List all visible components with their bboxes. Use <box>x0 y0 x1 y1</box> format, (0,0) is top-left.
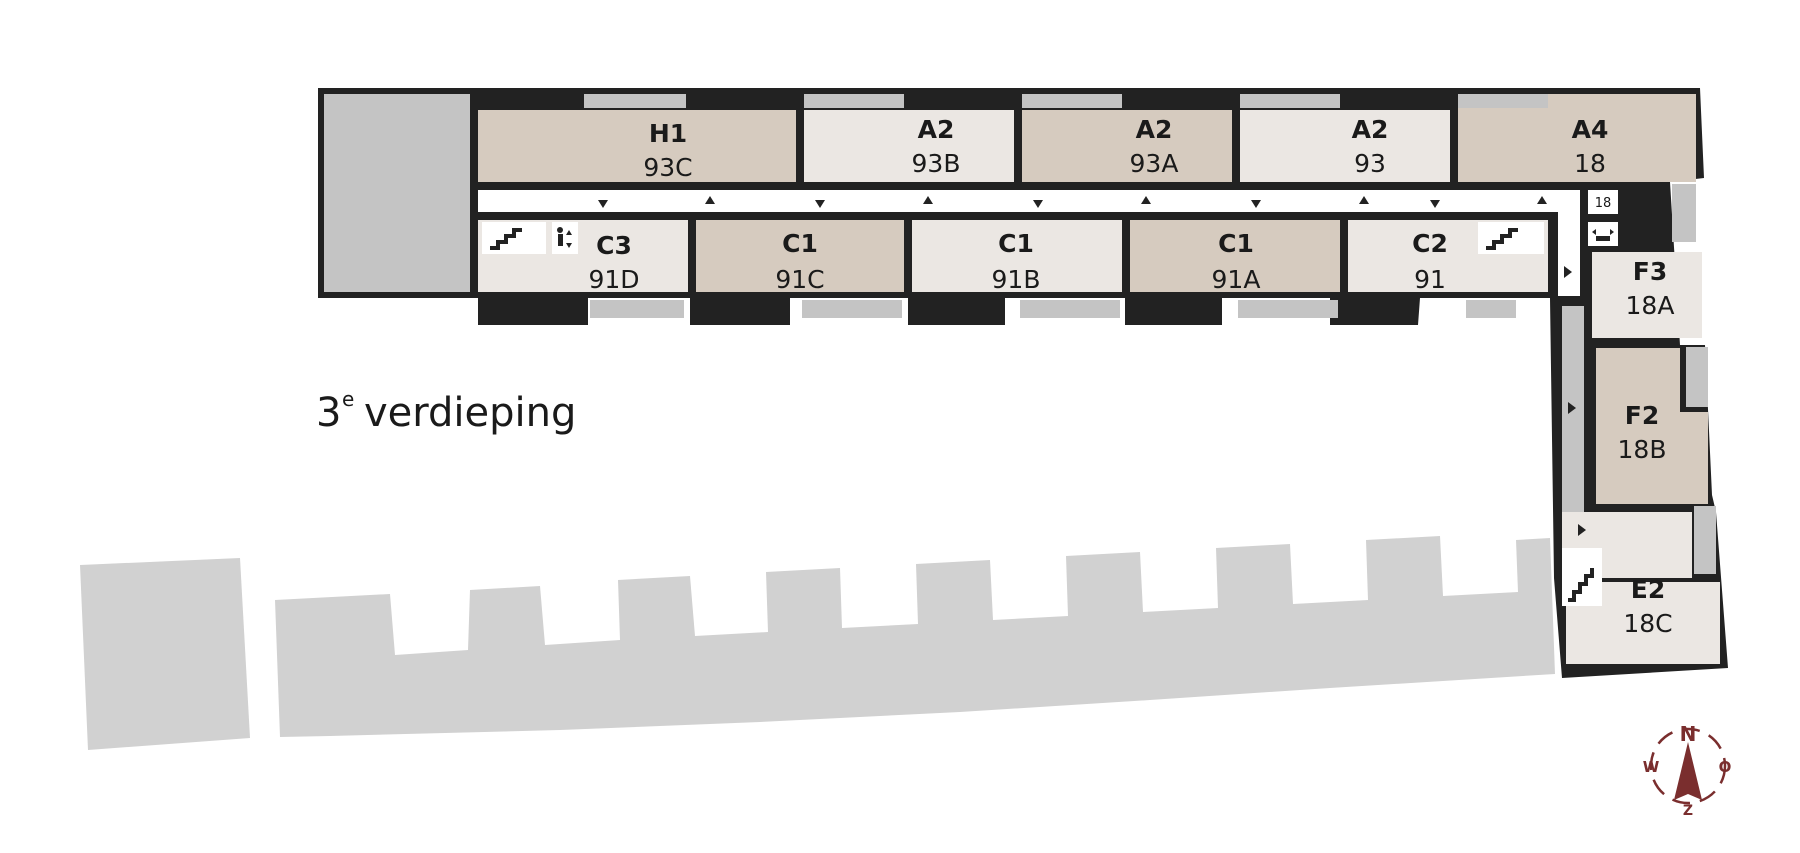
stairs-icon <box>490 228 522 250</box>
unit-type-label: A2 <box>918 115 955 144</box>
unit-number-label: 93B <box>912 149 961 178</box>
neighbor-building <box>80 536 1555 750</box>
unit-type-label: C1 <box>1218 229 1254 258</box>
lift-arrows-icon <box>566 230 572 248</box>
lift-corner: 18 <box>1588 190 1618 246</box>
unit-number-label: 91B <box>992 265 1041 294</box>
compass-ring <box>1649 727 1727 805</box>
stair-west <box>482 222 546 254</box>
unit-18C[interactable] <box>1562 512 1720 664</box>
stairs-icon <box>1568 568 1594 602</box>
compass-west: W <box>1643 758 1660 776</box>
floor-number: 3 <box>316 390 341 436</box>
unit-type-label: A2 <box>1352 115 1389 144</box>
corridor-vertical <box>1558 190 1580 296</box>
compass-rose: N O Z W <box>1643 722 1732 819</box>
floor-label: 3 e verdieping <box>316 387 576 436</box>
unit-number-label: 91D <box>588 265 639 294</box>
entry-arrows <box>598 196 1586 536</box>
unit-number-label: 18A <box>1626 291 1675 320</box>
bottom-balconies <box>590 300 1516 318</box>
unit-93[interactable] <box>1240 110 1450 182</box>
unit-type-label: C1 <box>782 229 818 258</box>
unit-18A[interactable] <box>1592 252 1702 338</box>
unit-number-label: 91 <box>1414 265 1446 294</box>
unit-number-label: 93A <box>1130 149 1179 178</box>
compass-south: Z <box>1683 803 1693 819</box>
compass-north: N <box>1680 722 1697 746</box>
unit-91C[interactable] <box>696 220 904 292</box>
north-arrow-icon <box>1674 742 1702 800</box>
unit-type-label: F2 <box>1625 401 1659 430</box>
unit-91A[interactable] <box>1130 220 1340 292</box>
unit-type-label: C1 <box>998 229 1034 258</box>
compass-east: O <box>1719 758 1732 776</box>
unit-type-label: A2 <box>1136 115 1173 144</box>
person-icon <box>557 227 563 233</box>
unit-number-label: 18B <box>1618 435 1667 464</box>
stair-south <box>1562 548 1602 606</box>
unit-number-label: 93C <box>643 153 692 182</box>
unit-type-label: H1 <box>649 119 687 148</box>
unit-number-label: 91C <box>775 265 824 294</box>
stairs-icon <box>1486 228 1518 250</box>
stair-east <box>1478 222 1544 254</box>
unit-number-label: 91A <box>1212 265 1261 294</box>
unit-18B[interactable] <box>1596 348 1708 504</box>
east-balconies <box>1562 184 1716 574</box>
service-block <box>324 94 470 292</box>
lift-west <box>552 222 578 254</box>
unit-number-label: 18 <box>1574 149 1606 178</box>
unit-number-label: 18C <box>1623 609 1672 638</box>
floor-word: verdieping <box>364 390 576 436</box>
unit-18[interactable] <box>1458 94 1696 182</box>
floor-suffix: e <box>342 387 354 411</box>
unit-type-label: C2 <box>1412 229 1448 258</box>
unit-91B[interactable] <box>912 220 1122 292</box>
unit-number-label: 93 <box>1354 149 1386 178</box>
unit-type-label: A4 <box>1572 115 1609 144</box>
unit-93B[interactable] <box>804 110 1014 182</box>
unit-type-label: E2 <box>1631 575 1665 604</box>
lift-label: 18 <box>1595 196 1612 211</box>
unit-type-label: C3 <box>596 231 632 260</box>
unit-93C[interactable] <box>478 110 796 182</box>
unit-93A[interactable] <box>1022 110 1232 182</box>
corridor <box>478 190 1578 212</box>
unit-type-label: F3 <box>1633 257 1667 286</box>
